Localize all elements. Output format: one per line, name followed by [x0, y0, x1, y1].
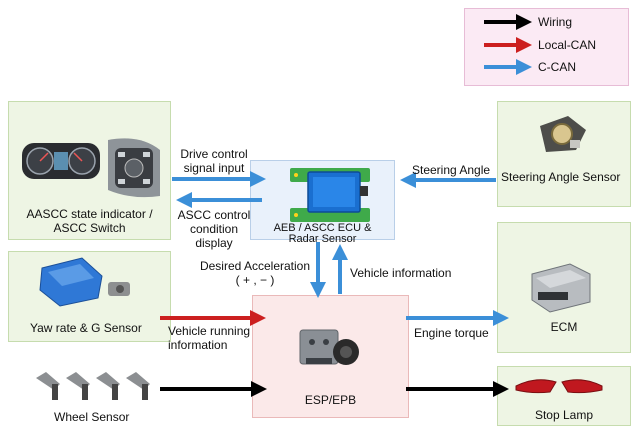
drive-control-line2: signal input	[183, 161, 245, 175]
desired-acceleration-line2: ( + , − )	[235, 273, 275, 287]
esp-module-icon	[299, 329, 359, 365]
instrument-cluster-icon	[22, 143, 100, 179]
yaw-sensor-label: Yaw rate & G Sensor	[30, 321, 142, 335]
ecm-icon	[531, 263, 591, 313]
ecm-label: ECM	[550, 320, 578, 334]
legend-local-can-label: Local-CAN	[538, 38, 597, 52]
indicator-label-line1: AASCC state indicator /	[26, 207, 153, 221]
ascc-display-label: ASCC control condition display	[170, 208, 258, 250]
indicator-label-line2: ASCC Switch	[53, 221, 126, 235]
wheel-sensor-icon	[36, 372, 150, 400]
stop-lamp-label: Stop Lamp	[534, 408, 594, 422]
steering-angle-label: Steering Angle	[412, 163, 491, 177]
legend-wiring-label: Wiring	[538, 15, 573, 29]
steering-angle-sensor-label: Steering Angle Sensor	[501, 170, 621, 184]
ecu-label-line1: AEB / ASCC ECU &	[273, 222, 372, 234]
stop-lamp-icon	[515, 379, 603, 394]
wheel-sensor-label: Wheel Sensor	[54, 410, 130, 424]
engine-torque-label: Engine torque	[414, 326, 489, 340]
drive-control-line1: Drive control	[180, 147, 248, 161]
vehicle-running-line1: Vehicle running	[168, 324, 251, 338]
vehicle-running-label: Vehicle running information	[168, 324, 250, 352]
indicator-label: AASCC state indicator / ASCC Switch	[8, 207, 171, 235]
vehicle-information-label: Vehicle information	[350, 266, 452, 280]
ascc-display-line1: ASCC control	[177, 208, 251, 222]
stop-lamp-node	[497, 366, 631, 426]
esp-label: ESP/EPB	[304, 393, 357, 407]
desired-acceleration-label: Desired Acceleration ( + , − )	[196, 259, 314, 287]
ascc-display-line2: condition	[189, 222, 239, 236]
legend-c-can-label: C-CAN	[538, 60, 576, 74]
ascc-display-line3: display	[195, 236, 233, 250]
ecu-label: AEB / ASCC ECU & Radar Sensor	[250, 223, 395, 245]
vehicle-running-line2: information	[168, 338, 228, 352]
steering-angle-sensor-icon	[540, 116, 586, 152]
ecu-label-line2: Radar Sensor	[288, 233, 357, 245]
drive-control-label: Drive control signal input	[168, 147, 260, 175]
yaw-sensor-icon	[39, 257, 130, 307]
ecu-radar-icon	[290, 168, 370, 222]
steering-switch-icon	[108, 138, 160, 198]
desired-acceleration-line1: Desired Acceleration	[199, 259, 311, 273]
